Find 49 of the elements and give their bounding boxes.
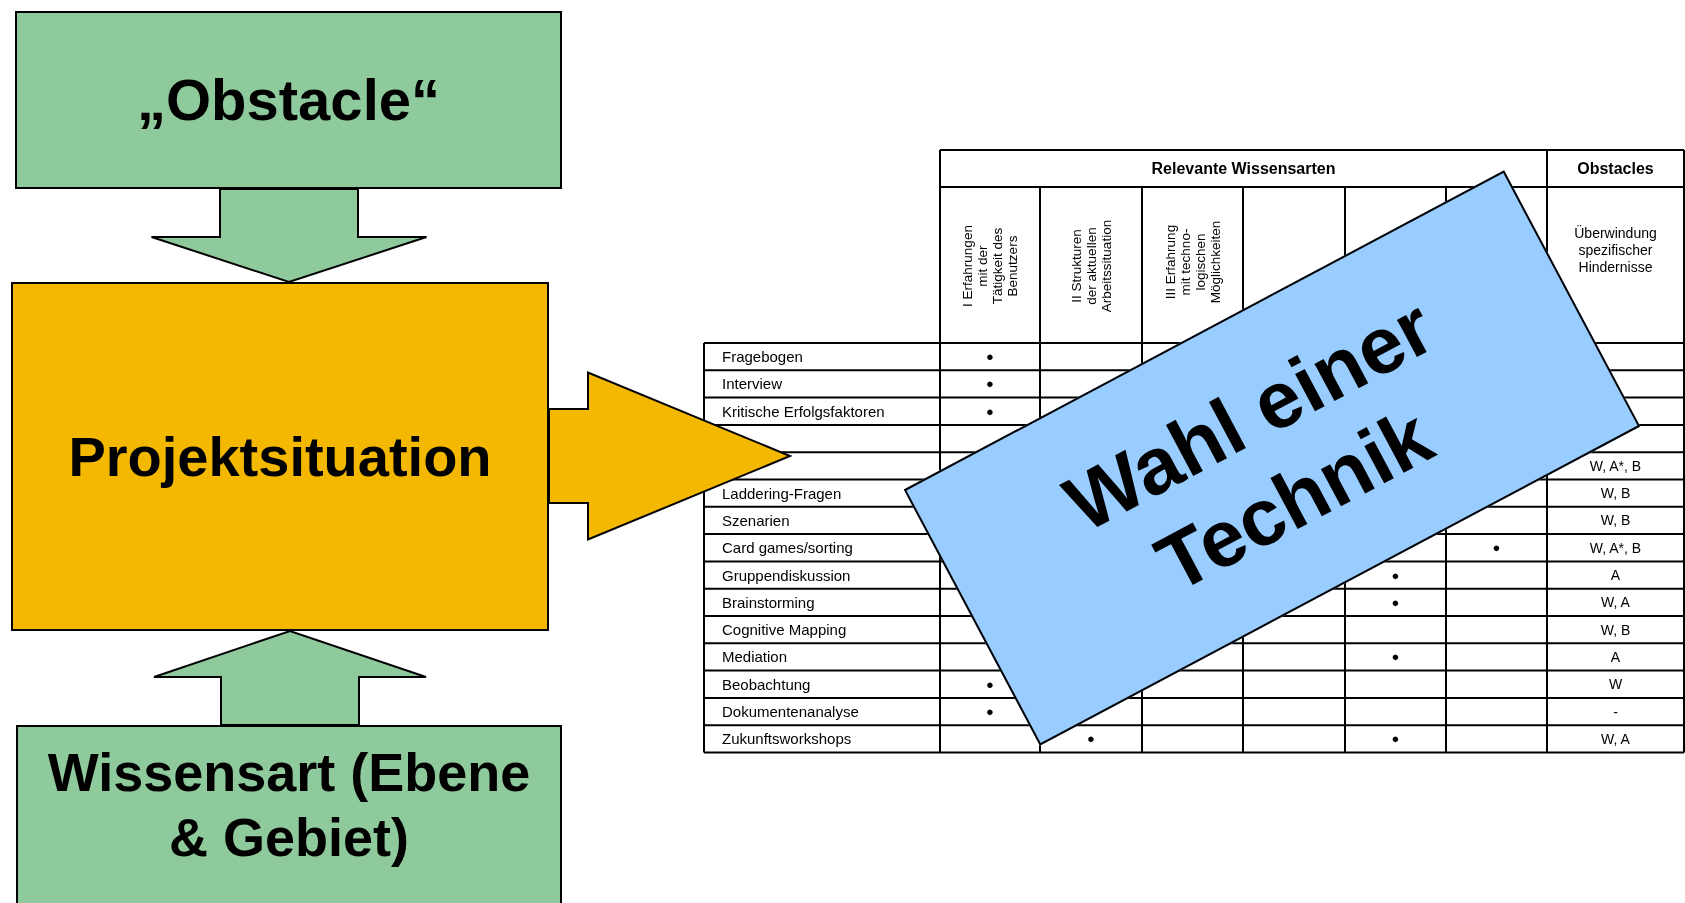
box-label: Wissensart (Ebene & Gebiet) bbox=[46, 741, 532, 869]
table-cell-text: W, A*, B bbox=[1589, 457, 1642, 474]
process-box bbox=[16, 725, 562, 903]
table-cell-text: W, B bbox=[1600, 621, 1631, 638]
box-label: „Obstacle“ bbox=[137, 66, 440, 135]
row-label: Brainstorming bbox=[722, 593, 815, 611]
table-cell-text: W, B bbox=[1600, 485, 1631, 502]
bullet: ● bbox=[986, 376, 994, 392]
column-header: Überwindung spezifischer Hindernisse bbox=[1573, 225, 1658, 276]
column-header: Relevante Wissensarten bbox=[1151, 159, 1336, 178]
bullet: ● bbox=[986, 403, 994, 419]
block-arrow bbox=[548, 371, 793, 541]
table-cell-text: W, A*, B bbox=[1589, 539, 1642, 556]
row-label: Interview bbox=[722, 375, 783, 393]
row-label: Mediation bbox=[722, 648, 788, 666]
row-label: Dokumentenanalyse bbox=[722, 703, 859, 721]
table-cell-text: W, B bbox=[1600, 512, 1631, 529]
bullet: ● bbox=[1391, 594, 1400, 610]
block-arrow bbox=[150, 188, 428, 284]
table-cell-text: A bbox=[1610, 648, 1621, 665]
column-header: III Erfahrung mit techno- logischen Möglichkeiten bbox=[1161, 219, 1224, 306]
row-label: Fragebogen bbox=[722, 348, 803, 366]
row-label: Cognitive Mapping bbox=[722, 621, 847, 639]
table-cell-text: A bbox=[1610, 567, 1621, 584]
process-box bbox=[11, 282, 549, 631]
process-box bbox=[15, 11, 562, 189]
column-header: Obstacles bbox=[1577, 159, 1654, 178]
table-cell-text: - bbox=[1613, 703, 1618, 720]
row-label: Card games/sorting bbox=[722, 539, 853, 557]
row-label: Szenarien bbox=[722, 511, 790, 529]
table-cell-text: W bbox=[1608, 676, 1623, 693]
bullet: ● bbox=[1492, 540, 1501, 556]
box-label: Projektsituation bbox=[68, 423, 492, 490]
bullet: ● bbox=[1391, 649, 1400, 665]
table-cell-text: W, A bbox=[1601, 730, 1630, 747]
column-header: II Strukturen der aktuellen Arbeitssituation bbox=[1067, 219, 1115, 313]
row-label: Kritische Erfolgsfaktoren bbox=[722, 402, 885, 420]
table-cell-text: W, A bbox=[1601, 594, 1630, 611]
row-label: Laddering-Fragen bbox=[722, 484, 842, 502]
bullet: ● bbox=[1391, 731, 1400, 747]
column-header: I Erfahrungen mit der Tätigkeit des Benutzers bbox=[959, 224, 1021, 309]
bullet: ● bbox=[986, 704, 994, 720]
row-label: Beobachtung bbox=[722, 675, 811, 693]
row-label: Zukunftsworkshops bbox=[722, 730, 852, 748]
bullet: ● bbox=[1087, 731, 1095, 747]
bullet: ● bbox=[986, 349, 994, 365]
block-arrow bbox=[153, 629, 427, 726]
row-label: Gruppendiskussion bbox=[722, 566, 851, 584]
bullet: ● bbox=[986, 676, 994, 692]
